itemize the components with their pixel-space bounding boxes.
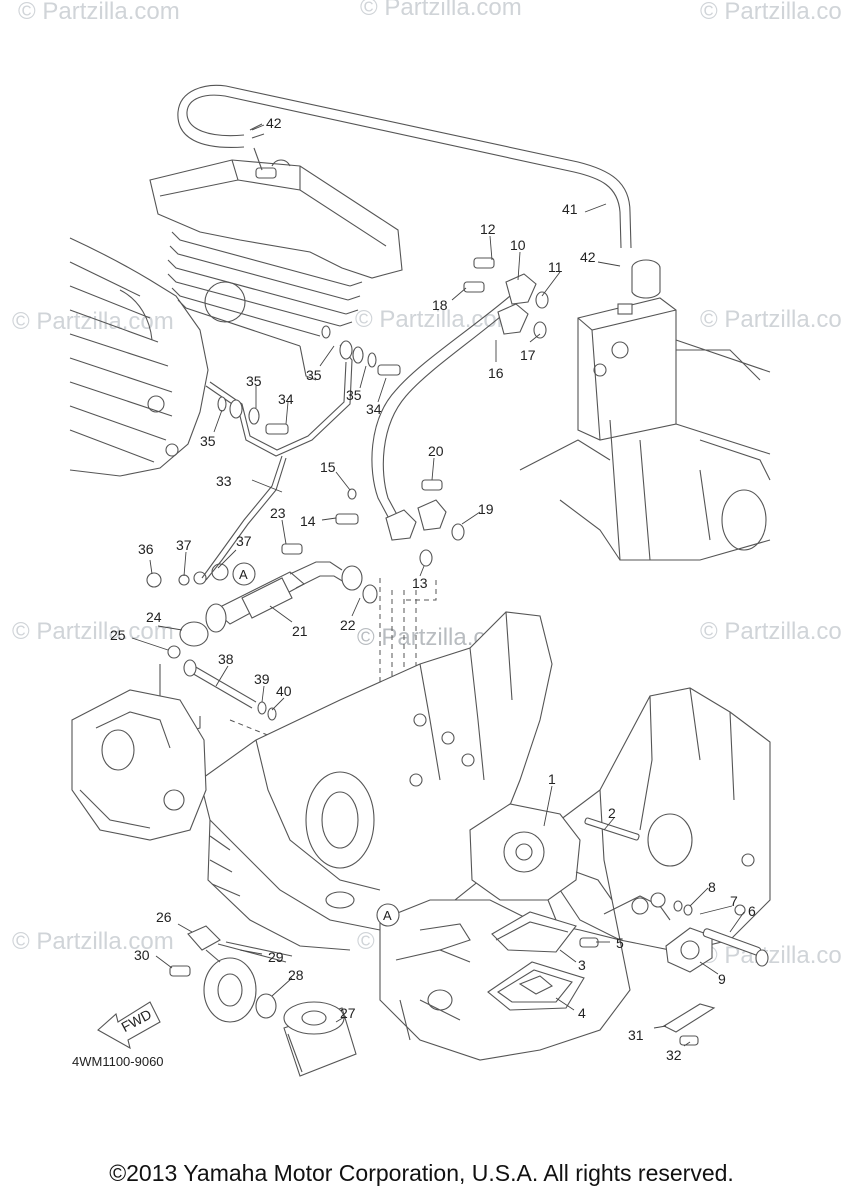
- callout-29: 29: [268, 949, 284, 965]
- callout-34: 34: [366, 401, 382, 417]
- callout-1: 1: [548, 771, 556, 787]
- callout-19: 19: [478, 501, 494, 517]
- callout-35: 35: [200, 433, 216, 449]
- callout-40: 40: [276, 683, 292, 699]
- pump-drive-parts: [603, 892, 769, 1046]
- callout-32: 32: [666, 1047, 682, 1063]
- callout-11: 11: [548, 259, 563, 275]
- oil-delivery-pipe: [201, 325, 401, 581]
- callout-5: 5: [616, 935, 624, 951]
- callout-34: 34: [278, 391, 294, 407]
- callout-14: 14: [300, 513, 316, 529]
- callout-37: 37: [236, 533, 252, 549]
- callout-42: 42: [266, 115, 282, 131]
- callout-35: 35: [246, 373, 262, 389]
- crankcase: [199, 611, 553, 951]
- callout-36: 36: [138, 541, 154, 557]
- copyright-notice: ©2013 Yamaha Motor Corporation, U.S.A. A…: [109, 1160, 734, 1186]
- callout-35: 35: [306, 367, 322, 383]
- callout-3: 3: [578, 957, 586, 973]
- callout-41: 41: [562, 201, 578, 217]
- callout-30: 30: [134, 947, 150, 963]
- oil-filter-assembly: [169, 925, 357, 1077]
- callout-21: 21: [292, 623, 308, 639]
- diagram-reference-number: 4WM1100-9060: [72, 1054, 164, 1069]
- callout-28: 28: [288, 967, 304, 983]
- oil-tank: [519, 259, 771, 561]
- callout-27: 27: [340, 1005, 356, 1021]
- callout-37: 37: [176, 537, 192, 553]
- reference-mark-a: A: [376, 903, 400, 927]
- oil-pump: [469, 803, 640, 921]
- strainer-screen: [487, 911, 599, 1011]
- callout-13: 13: [412, 575, 428, 591]
- svg-text:A: A: [383, 908, 392, 923]
- callout-38: 38: [218, 651, 234, 667]
- oil-pipe: [335, 257, 549, 567]
- callout-26: 26: [156, 909, 172, 925]
- callout-9: 9: [718, 971, 726, 987]
- callout-35: 35: [346, 387, 362, 403]
- callout-15: 15: [320, 459, 336, 475]
- hose-clip-top: [249, 123, 277, 179]
- callout-16: 16: [488, 365, 504, 381]
- callout-numbers: 42 41 42 12 10 11 18 17 16 35 35 35 35 3…: [110, 115, 756, 1063]
- callout-12: 12: [480, 221, 496, 237]
- forward-arrow-icon: FWD: [97, 1001, 161, 1050]
- oil-pipe-38: [183, 659, 277, 721]
- left-cover: [71, 689, 207, 841]
- oil-strainer-assembly: [146, 543, 378, 659]
- callout-22: 22: [340, 617, 356, 633]
- callout-31: 31: [628, 1027, 644, 1043]
- callout-4: 4: [578, 1005, 586, 1021]
- callout-17: 17: [520, 347, 536, 363]
- callout-18: 18: [432, 297, 448, 313]
- callout-2: 2: [608, 805, 616, 821]
- cylinder-head: [149, 159, 403, 381]
- callout-33: 33: [216, 473, 232, 489]
- breather-hose: [177, 84, 632, 249]
- callout-39: 39: [254, 671, 270, 687]
- callout-24: 24: [146, 609, 162, 625]
- leader-lines: [131, 124, 745, 1047]
- left-engine-block: [69, 237, 209, 477]
- callout-42: 42: [580, 249, 596, 265]
- callout-20: 20: [428, 443, 444, 459]
- callout-23: 23: [270, 505, 286, 521]
- callout-10: 10: [510, 237, 526, 253]
- reference-mark-a: A: [232, 562, 256, 586]
- callout-7: 7: [730, 893, 738, 909]
- svg-text:A: A: [239, 567, 248, 582]
- right-crankcase: [539, 687, 771, 953]
- callout-6: 6: [748, 903, 756, 919]
- callout-8: 8: [708, 879, 716, 895]
- callout-25: 25: [110, 627, 126, 643]
